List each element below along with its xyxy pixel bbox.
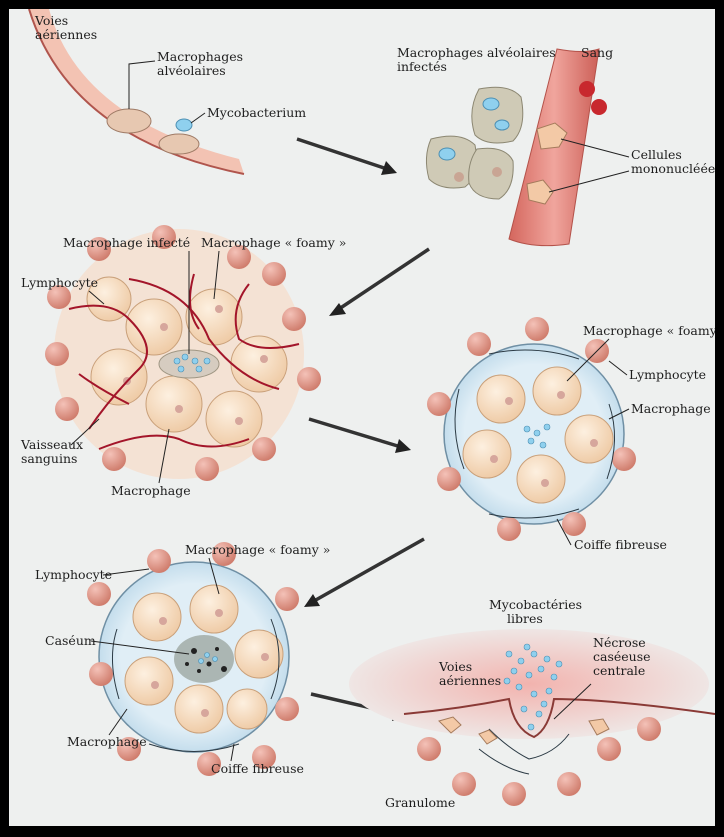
bacterium-icon xyxy=(439,148,455,160)
ruptured-granuloma xyxy=(349,629,715,806)
label-macrophage-foamy-3: Macrophage « foamy » xyxy=(185,542,330,557)
label-granulome: Granulome xyxy=(385,795,455,810)
red-blood-cell xyxy=(579,81,595,97)
label-cellules-mononucleees: Cellules mononucléées xyxy=(631,147,715,176)
infected-macrophage xyxy=(469,148,514,199)
label-lymphocyte-2: Lymphocyte xyxy=(629,367,706,382)
label-caseum: Caséum xyxy=(45,633,96,648)
arrow-icon xyxy=(297,139,397,175)
label-sang: Sang xyxy=(581,45,613,60)
mycobacterium-icon xyxy=(176,119,192,131)
caseum-core xyxy=(174,635,234,683)
label-vaisseaux-sanguins: Vaisseaux sanguins xyxy=(20,437,87,466)
label-lymphocyte-3: Lymphocyte xyxy=(35,567,112,582)
arrow-icon xyxy=(329,249,429,316)
label-coiffe-fibreuse-2: Coiffe fibreuse xyxy=(211,761,304,776)
macrophage-cell xyxy=(107,109,151,133)
fibrous-granuloma xyxy=(427,317,636,541)
label-voies-aeriennes-top: Voies aériennes xyxy=(34,13,97,42)
infected-macrophage-core xyxy=(159,350,219,378)
red-blood-cell xyxy=(591,99,607,115)
tuberculosis-granuloma-diagram: Voies aériennes Macrophages alvéolaires … xyxy=(9,9,715,826)
label-coiffe-fibreuse-1: Coiffe fibreuse xyxy=(574,537,667,552)
bacterium-icon xyxy=(483,98,499,110)
label-macrophage-1: Macrophage xyxy=(111,483,191,498)
label-macrophage-foamy-2: Macrophage « foamy xyxy=(583,323,715,338)
label-mycobacteries-libres: Mycobactéries libres xyxy=(489,597,586,626)
nucleus xyxy=(492,167,502,177)
label-macrophage-2: Macrophage xyxy=(631,401,711,416)
label-necrose: Nécrose caséeuse centrale xyxy=(593,635,655,678)
label-macrophages-alveolaires: Macrophages alvéolaires xyxy=(157,49,247,78)
macrophage-cell xyxy=(159,134,199,154)
arrow-icon xyxy=(309,419,411,453)
infected-macrophages-panel xyxy=(426,49,607,246)
infected-macrophage xyxy=(472,87,523,143)
label-macrophages-alveolaires-infectes: Macrophages alvéolaires infectés xyxy=(397,45,560,74)
label-mycobacterium: Mycobacterium xyxy=(207,105,306,120)
label-lymphocyte-1: Lymphocyte xyxy=(21,275,98,290)
label-macrophage-infecte: Macrophage infecté xyxy=(63,235,190,250)
label-macrophage-foamy-1: Macrophage « foamy » xyxy=(201,235,346,250)
diagram-frame: Voies aériennes Macrophages alvéolaires … xyxy=(9,9,715,826)
bacterium-icon xyxy=(495,120,509,130)
label-macrophage-3: Macrophage xyxy=(67,734,147,749)
nucleus xyxy=(454,172,464,182)
